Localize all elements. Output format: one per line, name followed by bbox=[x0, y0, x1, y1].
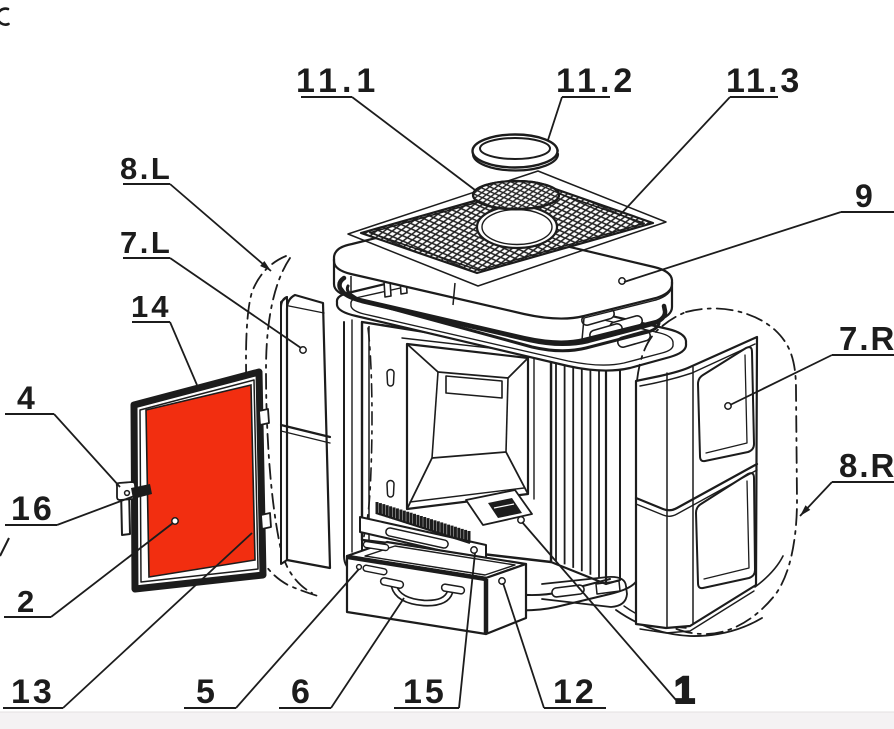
svg-text:11.1: 11.1 bbox=[296, 62, 380, 100]
svg-text:12: 12 bbox=[553, 673, 597, 711]
svg-text:1: 1 bbox=[674, 670, 695, 712]
svg-text:11.3: 11.3 bbox=[726, 62, 802, 100]
svg-text:13: 13 bbox=[11, 673, 55, 711]
svg-text:7.R: 7.R bbox=[839, 320, 894, 357]
svg-text:5: 5 bbox=[196, 673, 217, 711]
svg-text:8.R: 8.R bbox=[839, 447, 894, 484]
svg-text:2: 2 bbox=[17, 584, 36, 619]
svg-text:4: 4 bbox=[17, 380, 37, 416]
svg-text:7.L: 7.L bbox=[120, 225, 172, 260]
svg-text:6: 6 bbox=[291, 673, 312, 711]
svg-text:14: 14 bbox=[131, 289, 171, 324]
svg-text:16: 16 bbox=[11, 490, 55, 528]
svg-text:9: 9 bbox=[855, 178, 875, 214]
svg-text:11.2: 11.2 bbox=[556, 62, 636, 100]
svg-text:8.L: 8.L bbox=[120, 151, 172, 186]
svg-text:15: 15 bbox=[403, 673, 447, 711]
